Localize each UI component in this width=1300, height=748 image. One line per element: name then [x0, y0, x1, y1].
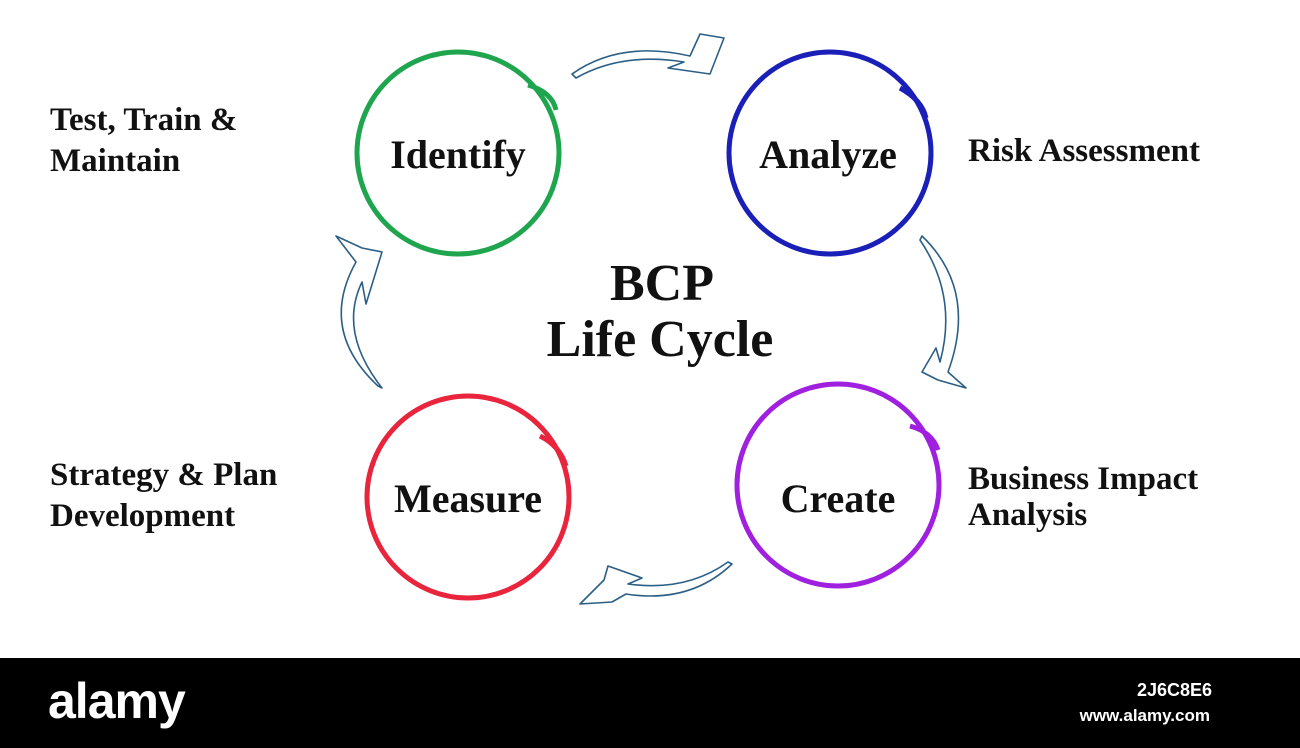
measure-stage: Measure: [364, 393, 572, 601]
description-identify-line2: Maintain: [50, 143, 181, 180]
create-circle: [734, 381, 942, 589]
arrow-analyze-to-create: [919, 235, 967, 389]
measure-circle: [364, 393, 572, 601]
measure-circle-stroke-end: [538, 433, 569, 467]
description-identify-line1: Test, Train &: [50, 102, 238, 138]
analyze-circle: [726, 49, 934, 257]
description-create-line1: Business Impact: [968, 461, 1199, 497]
watermark-bar: alamy 2J6C8E6 www.alamy.com: [0, 658, 1300, 748]
analyze-label: Analyze: [759, 132, 897, 177]
create-label: Create: [781, 476, 896, 521]
watermark-image-id: 2J6C8E6: [1136, 680, 1212, 700]
description-analyze-line1: Risk Assessment: [968, 133, 1200, 169]
analyze-stage: Analyze: [726, 49, 934, 257]
arrow-create-to-measure: [579, 561, 733, 605]
bcp-cycle-diagram: Identify Analyze Create Measure: [335, 33, 967, 605]
create-stage: Create: [734, 381, 942, 589]
watermark-url: www.alamy.com: [1079, 706, 1210, 725]
description-create-line2: Analysis: [968, 496, 1088, 533]
identify-circle-stroke-end: [527, 82, 559, 111]
center-title-line2: Life Cycle: [547, 311, 774, 368]
arrow-identify-to-analyze: [571, 33, 725, 79]
analyze-circle-stroke-end: [898, 85, 929, 119]
center-title-line1: BCP: [610, 255, 714, 312]
identify-stage: Identify: [354, 49, 562, 257]
measure-label: Measure: [394, 476, 542, 521]
description-measure-line1: Strategy & Plan: [50, 457, 278, 493]
identify-label: Identify: [390, 132, 526, 177]
identify-circle: [354, 49, 562, 257]
description-analyze: Risk Assessment: [968, 131, 1200, 172]
create-circle-stroke-end: [909, 423, 941, 451]
description-measure-line2: Development: [50, 498, 236, 535]
watermark-logo: alamy: [48, 673, 186, 729]
arrow-measure-to-identify: [335, 235, 383, 389]
description-measure: Strategy & Plan Development: [50, 455, 277, 538]
description-create: Business Impact Analysis: [968, 461, 1199, 533]
description-identify: Test, Train & Maintain: [50, 100, 237, 183]
